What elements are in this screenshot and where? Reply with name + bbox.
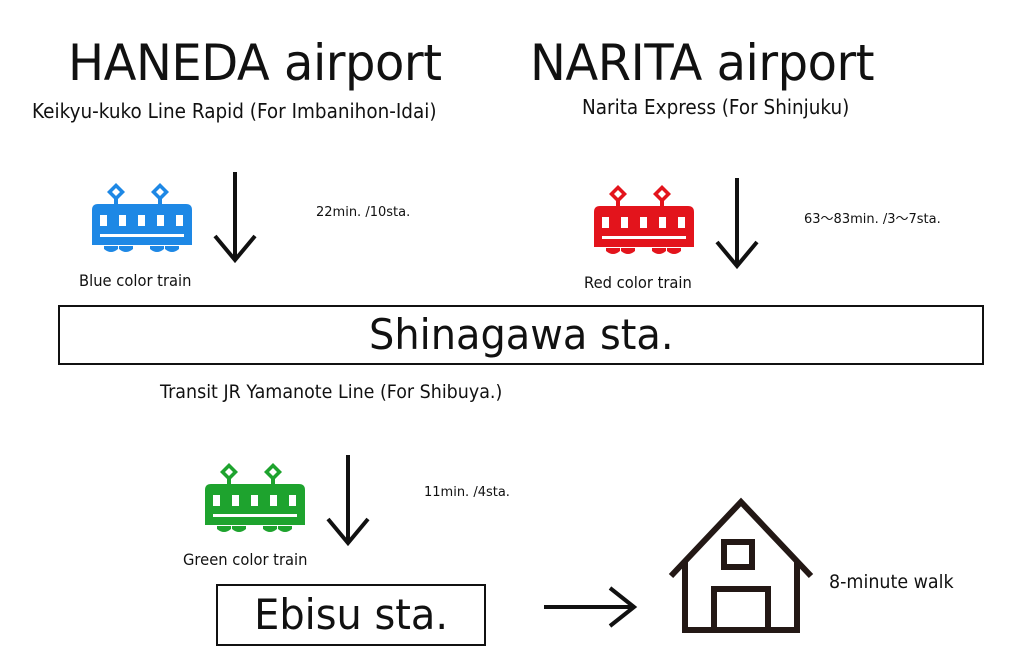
ebisu-station-box: Ebisu sta. (216, 584, 486, 646)
arrow-down-icon (326, 455, 370, 547)
shinagawa-station-box: Shinagawa sta. (58, 305, 984, 365)
narita-duration: 63〜83min. /3〜7sta. (804, 212, 941, 227)
arrow-down-icon (715, 178, 759, 270)
train-icon (205, 463, 305, 532)
narita-line: Narita Express (For Shinjuku) (582, 95, 850, 119)
haneda-line: Keikyu-kuko Line Rapid (For Imbanihon-Id… (32, 99, 437, 123)
haneda-duration: 22min. /10sta. (316, 205, 411, 220)
haneda-train-label: Blue color train (79, 271, 192, 290)
yamanote-train-label: Green color train (183, 550, 308, 569)
shinagawa-transit: Transit JR Yamanote Line (For Shibuya.) (160, 381, 503, 403)
narita-train-label: Red color train (584, 273, 692, 292)
shinagawa-station-name: Shinagawa sta. (368, 310, 674, 359)
arrow-right-icon (544, 586, 638, 628)
train-icon (92, 183, 192, 252)
haneda-title: HANEDA airport (68, 34, 442, 92)
train-icon (594, 185, 694, 254)
narita-title: NARITA airport (530, 34, 875, 92)
ebisu-station-name: Ebisu sta. (254, 590, 448, 639)
arrow-down-icon (213, 172, 257, 264)
yamanote-duration: 11min. /4sta. (424, 485, 510, 500)
walk-time: 8-minute walk (829, 571, 954, 593)
house-icon (668, 497, 814, 633)
